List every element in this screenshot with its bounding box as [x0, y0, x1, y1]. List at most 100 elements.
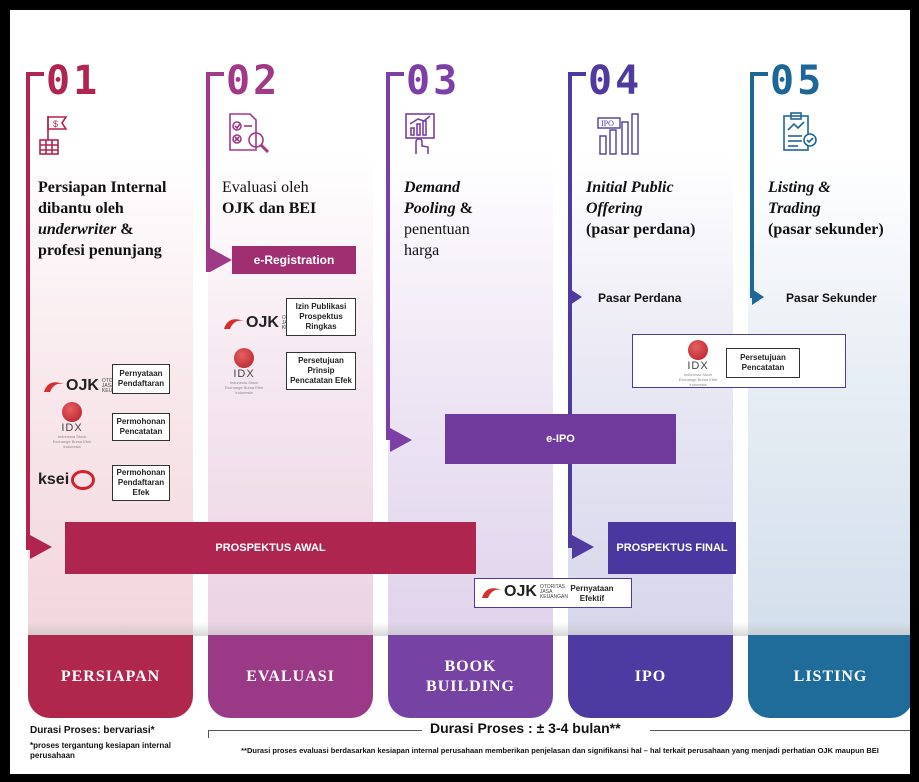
durasi-utama: Durasi Proses : ± 3-4 bulan**: [430, 720, 621, 736]
step3-title-line: harga: [404, 242, 440, 259]
step4-title-line: Offering: [586, 200, 643, 217]
step4-title-line: (pasar perdana): [586, 221, 696, 238]
doc-permohonan-pencatatan: Permohonan Pencatatan: [112, 413, 170, 441]
step2-title: Evaluasi oleh OJK dan BEI: [222, 177, 372, 219]
step5-number: 05: [770, 58, 825, 104]
pasar-perdana-arrow: [570, 289, 582, 305]
step2-number: 02: [226, 58, 281, 104]
step1-title-line: profesi penunjang: [38, 242, 162, 259]
step3-title-pooling: Pooling: [404, 200, 456, 217]
column-listing-bg: [748, 155, 910, 635]
step4-title: Initial Public Offering (pasar perdana): [586, 177, 736, 240]
prospektus-final-bar: PROSPEKTUS FINAL: [608, 522, 736, 574]
step1-title-underwriter: underwriter: [38, 221, 117, 238]
step3-number: 03: [406, 58, 461, 104]
duration-line-left: [208, 730, 422, 731]
step4-tick: [570, 72, 586, 76]
step1-title-amp: &: [116, 221, 134, 238]
pernyataan-efektif-panel: [474, 578, 632, 608]
idx-ball-icon: [234, 348, 254, 368]
step3-title-line: Demand: [404, 179, 460, 196]
step5-line: [750, 72, 754, 298]
step2-tick: [208, 72, 224, 76]
phase-book-building-line: BOOK: [444, 657, 497, 675]
step1-title-line: underwriter &: [38, 219, 198, 240]
step1-tick: [28, 72, 44, 76]
ojk-logo-text: OJK: [246, 314, 279, 331]
step4-title-line: Initial Public: [586, 179, 674, 196]
step5-title-line: Trading: [768, 200, 821, 217]
step1-number: 01: [46, 58, 101, 104]
e-registration-bar: e-Registration: [232, 246, 356, 274]
doc-permohonan-pendaftaran-efek: Permohonan Pendaftaran Efek: [112, 465, 170, 501]
prospektus-awal-arrow: [30, 535, 52, 559]
ipo-building-icon: IPO: [597, 113, 639, 155]
idx-logo-subtext: Indonesia Stock Exchange Bursa Efek Indo…: [224, 380, 264, 395]
pasar-sekunder-label: Pasar Sekunder: [786, 291, 877, 305]
step3-title-line: penentuan: [404, 221, 470, 238]
step3-title-amp: &: [455, 200, 473, 217]
ojk-mark-icon: [224, 319, 244, 329]
durasi-bervariasi: Durasi Proses: bervariasi*: [30, 725, 155, 736]
phase-listing: LISTING: [748, 635, 910, 718]
step5-tick: [752, 72, 768, 76]
prospektus-awal-bar: PROSPEKTUS AWAL: [65, 522, 476, 574]
ksei-ring-icon: [71, 470, 96, 490]
step3-tick: [388, 72, 404, 76]
phase-ipo: IPO: [568, 635, 733, 718]
doc-persetujuan-prinsip: Persetujuan Prinsip Pencatatan Efek: [286, 352, 356, 390]
pasar-sekunder-arrow: [752, 289, 764, 305]
doc-pernyataan-efektif: Pernyataan Efektif: [570, 584, 614, 603]
e-registration-arrow: [210, 248, 232, 272]
duration-left-cap: [208, 730, 209, 738]
phase-book-building-line: BUILDING: [426, 677, 515, 695]
doc-izin-publikasi: Izin Publikasi Prospektus Ringkas: [286, 298, 356, 336]
catatan-utama: **Durasi proses evaluasi berdasarkan kes…: [241, 746, 879, 755]
ojk-logo-text: OJK: [504, 583, 537, 600]
e-ipo-bar: e-IPO: [445, 414, 676, 464]
ksei-logo-text: ksei: [38, 471, 70, 488]
catatan-bervariasi: *proses tergantung kesiapan internal per…: [30, 741, 171, 760]
ksei-logo: ksei: [38, 470, 96, 490]
chart-touch-icon: [405, 113, 435, 154]
pasar-perdana-label: Pasar Perdana: [598, 291, 682, 305]
phase-book-building: BOOK BUILDING: [388, 635, 553, 718]
idx-ball-icon: [62, 402, 82, 422]
idx-logo-text: IDX: [61, 422, 83, 434]
idx-logo-subtext: Indonesia Stock Exchange Bursa Efek Indo…: [52, 434, 92, 449]
step5-title-line: (pasar sekunder): [768, 221, 884, 238]
step1-title: Persiapan Internal dibantu oleh underwri…: [38, 177, 198, 261]
phase-shadow: [28, 622, 910, 636]
ojk-mark-icon: [482, 588, 502, 598]
step3-title-line: Pooling &: [404, 198, 554, 219]
idx-logo: IDX Indonesia Stock Exchange Bursa Efek …: [678, 340, 718, 387]
svg-text:IPO: IPO: [601, 119, 614, 128]
step2-line: [206, 72, 210, 272]
step1-title-line: dibantu oleh: [38, 200, 124, 217]
prospektus-final-arrow: [572, 535, 594, 559]
listing-clipboard-icon: [783, 112, 817, 151]
idx-logo: IDX Indonesia Stock Exchange Bursa Efek …: [52, 402, 92, 449]
step1-line: [26, 72, 30, 550]
idx-logo: IDX Indonesia Stock Exchange Bursa Efek …: [224, 348, 264, 395]
step3-title: Demand Pooling & penentuan harga: [404, 177, 554, 261]
step3-line: [386, 72, 390, 440]
duration-line-right: [650, 730, 910, 731]
idx-logo-text: IDX: [233, 368, 255, 380]
step5-title: Listing & Trading (pasar sekunder): [768, 177, 910, 240]
ipo-process-diagram: { "colors": { "step1": "#b0244f", "step2…: [10, 10, 910, 774]
idx-logo-subtext: Indonesia Stock Exchange Bursa Efek Indo…: [678, 372, 718, 387]
step1-title-line: Persiapan Internal: [38, 179, 167, 196]
ojk-logo-subtext: OTORITAS JASA KEUANGAN: [539, 583, 568, 600]
doc-persetujuan-pencatatan: Persetujuan Pencatatan: [726, 348, 800, 378]
doc-pernyataan-pendaftaran: Pernyataan Pendaftaran: [112, 364, 170, 394]
ojk-logo: OJK OTORITAS JASA KEUANGAN: [480, 583, 574, 601]
svg-text:$: $: [53, 119, 58, 129]
document-review-icon: [229, 113, 270, 154]
step4-line: [568, 72, 572, 548]
phase-persiapan: PERSIAPAN: [28, 635, 193, 718]
phase-evaluasi: EVALUASI: [208, 635, 373, 718]
e-ipo-arrow: [390, 428, 412, 452]
step4-number: 04: [588, 58, 643, 104]
step5-title-line: Listing &: [768, 179, 831, 196]
